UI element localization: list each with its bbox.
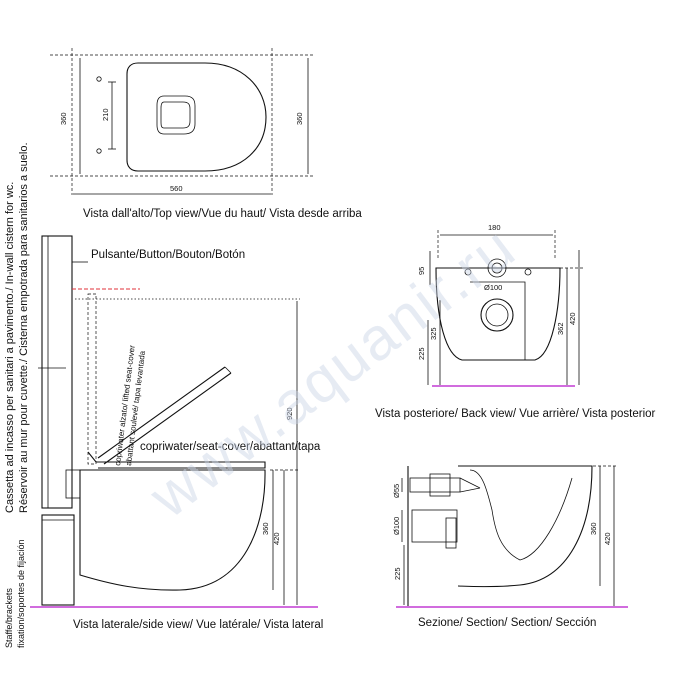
back-view-caption: Vista posteriore/ Back view/ Vue arrière… xyxy=(375,408,656,420)
button-label: Pulsante/Button/Bouton/Botón xyxy=(91,249,245,261)
section-view: Ø55 Ø100 360 420 225 Sezione/ Section/ S… xyxy=(392,465,628,629)
back-dim-95: 95 xyxy=(417,267,426,275)
back-dim-225: 225 xyxy=(417,347,426,360)
back-dim-420: 420 xyxy=(568,312,577,325)
side-dim-360: 360 xyxy=(261,522,270,535)
seat-cover-label: copriwater/seat-cover/abattant/tapa xyxy=(140,441,321,453)
back-dim-325: 325 xyxy=(429,327,438,340)
top-dim-height-right: 360 xyxy=(295,112,304,125)
section-view-caption: Sezione/ Section/ Section/ Sección xyxy=(418,617,596,629)
top-view-caption: Vista dall'alto/Top view/Vue du haut/ Vi… xyxy=(83,208,362,220)
back-view: 180 Ø100 95 325 225 362 420 Vista poster… xyxy=(375,223,656,420)
section-dim-55: Ø55 xyxy=(392,484,401,498)
back-dim-top: 180 xyxy=(488,223,501,232)
back-dim-362: 362 xyxy=(556,322,565,335)
section-dim-420: 420 xyxy=(603,532,612,545)
top-view: 360 360 560 210 Vista dall'alto/Top view… xyxy=(50,48,362,220)
section-dim-100: Ø100 xyxy=(392,517,401,535)
top-dim-width: 560 xyxy=(170,184,183,193)
back-dim-dia: Ø100 xyxy=(484,283,502,292)
side-dim-420: 420 xyxy=(272,532,281,545)
side-dim-920: 920 xyxy=(285,407,294,420)
vertical-captions: Cassetta ad incasso per sanitari a pavim… xyxy=(4,142,30,648)
section-dim-225: 225 xyxy=(393,567,402,580)
brackets-label-1: Staffe/brackets xyxy=(4,588,14,648)
section-dim-360: 360 xyxy=(589,522,598,535)
top-dim-height-left: 360 xyxy=(59,112,68,125)
top-dim-holes: 210 xyxy=(101,108,110,121)
side-view-caption: Vista laterale/side view/ Vue latérale/ … xyxy=(73,619,323,631)
brackets-label-2: fixation/soportes de fijación xyxy=(16,539,26,648)
vertical-caption-2: Réservoir au mur pour cuvette./ Cisterna… xyxy=(18,142,30,513)
vertical-caption-1: Cassetta ad incasso per sanitari a pavim… xyxy=(4,182,16,513)
